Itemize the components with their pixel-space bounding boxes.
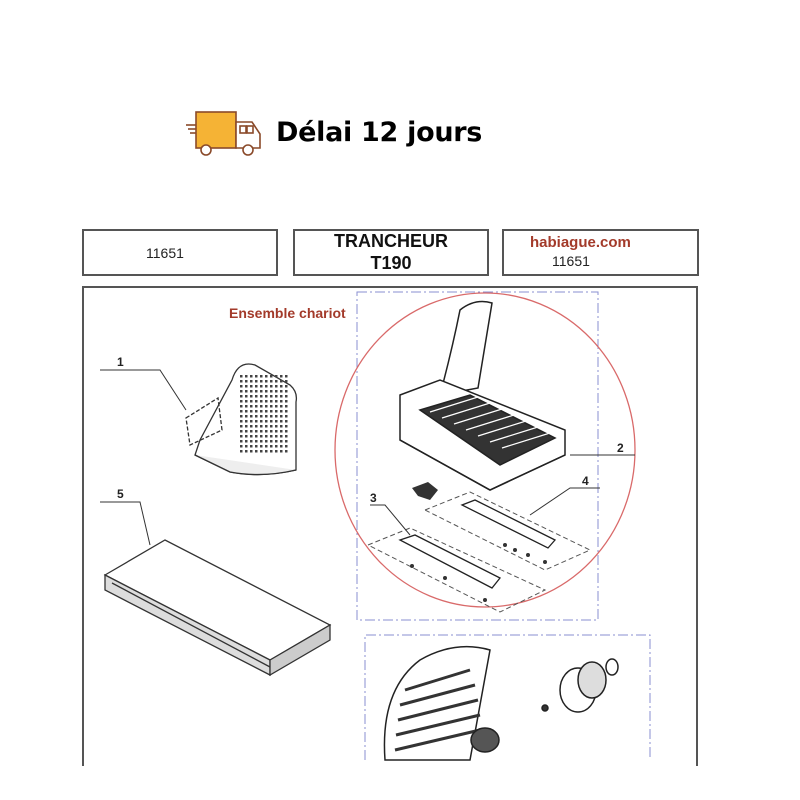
knob-part	[541, 658, 619, 713]
reference-number: 11651	[146, 245, 184, 261]
part-3-rail	[366, 527, 547, 613]
delivery-banner: Délai 12 jours	[184, 108, 482, 156]
section-label: Ensemble chariot	[229, 305, 346, 321]
leader-line-4	[529, 487, 600, 516]
delivery-truck-icon	[186, 111, 261, 156]
title-box: TRANCHEUR T190	[293, 229, 489, 276]
part-1-guard	[185, 363, 298, 476]
part-label-5: 5	[117, 487, 124, 501]
part-label-4: 4	[582, 474, 589, 488]
site-name: habiague.com	[530, 234, 631, 251]
part-label-2: 2	[617, 441, 624, 455]
part-2-carriage	[399, 300, 566, 491]
leader-line-1	[100, 369, 187, 411]
leader-line-3	[370, 504, 411, 536]
part-4-rail	[423, 491, 592, 571]
site-reference: 11651	[552, 253, 590, 269]
lower-group-frame	[364, 634, 651, 760]
site-box: habiague.com 11651	[502, 229, 699, 276]
blade-guard-part	[383, 645, 500, 761]
carriage-group-frame	[356, 291, 599, 621]
clip-part	[412, 482, 438, 500]
reference-box: 11651	[82, 229, 278, 276]
product-model: T190	[370, 253, 412, 273]
delivery-delay-text: Délai 12 jours	[276, 116, 483, 148]
parts-sheet	[82, 286, 698, 766]
part-5-plate	[103, 539, 332, 677]
carriage-highlight-circle	[334, 292, 636, 608]
part-label-3: 3	[370, 491, 377, 505]
product-title: TRANCHEUR	[334, 231, 448, 251]
part-label-1: 1	[117, 355, 124, 369]
leader-line-5	[100, 501, 151, 546]
